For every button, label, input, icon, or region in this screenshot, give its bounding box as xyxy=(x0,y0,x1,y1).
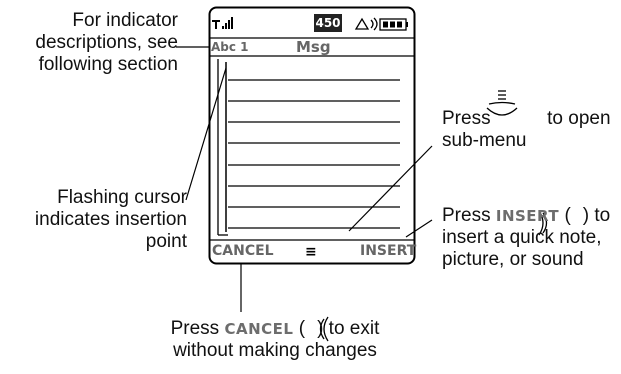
insert-key-label: INSERT xyxy=(495,207,560,225)
insert-callout-line-2: insert a quick note, xyxy=(442,227,602,248)
soft-key-left-label[interactable]: CANCEL xyxy=(212,243,274,259)
insert-leader xyxy=(405,219,433,238)
cancel-callout: Press CANCEL () to exit without making c… xyxy=(150,318,400,362)
cursor-callout: Flashing cursor indicates insertion poin… xyxy=(2,187,187,253)
menu-key-icon xyxy=(486,90,518,116)
cursor-callout-line-2: indicates insertion xyxy=(34,209,187,230)
cancel-callout-to-exit: ) to exit xyxy=(317,318,380,339)
input-mode-indicator: Abc 1 xyxy=(211,40,249,54)
submenu-callout: Press to open sub-menu xyxy=(442,108,621,152)
indicator-callout-line-1: For indicator xyxy=(72,10,178,31)
left-soft-key-icon xyxy=(319,316,329,342)
cancel-callout-press: Press xyxy=(170,318,220,339)
text-entry-area xyxy=(217,59,400,236)
menu-indicator-icon: ≡ xyxy=(305,244,317,260)
cancel-key-label: CANCEL xyxy=(224,320,294,338)
insert-callout-press: Press xyxy=(442,205,491,226)
battery-reading: 450 xyxy=(315,16,341,30)
indicator-callout-line-3: following section xyxy=(38,54,178,75)
insert-callout-line-3: picture, or sound xyxy=(442,249,584,270)
indicator-callout: For indicator descriptions, see followin… xyxy=(4,10,178,76)
right-soft-key-icon xyxy=(538,210,548,236)
alert-icon xyxy=(354,17,378,31)
insert-callout: Press INSERT () to insert a quick note, … xyxy=(442,205,621,271)
phone-screen-frame xyxy=(208,6,416,265)
insert-callout-to: ) to xyxy=(582,205,611,226)
submenu-callout-to-open: to open xyxy=(547,108,611,129)
cursor-callout-line-3: point xyxy=(145,231,187,252)
submenu-callout-line-2: sub-menu xyxy=(442,130,527,151)
soft-key-right-label[interactable]: INSERT xyxy=(360,243,417,259)
submenu-callout-press: Press xyxy=(442,108,491,129)
cancel-callout-line-2: without making changes xyxy=(173,340,377,361)
indicator-callout-line-2: descriptions, see xyxy=(35,32,178,53)
callout-lines xyxy=(176,46,433,312)
cursor-callout-line-1: Flashing cursor xyxy=(57,187,187,208)
screen-title: Msg xyxy=(296,38,331,56)
battery-reading-box xyxy=(314,14,342,32)
battery-icon xyxy=(379,18,408,31)
signal-strength-icon xyxy=(212,17,233,29)
cursor-leader xyxy=(185,67,227,201)
submenu-leader xyxy=(348,145,433,232)
